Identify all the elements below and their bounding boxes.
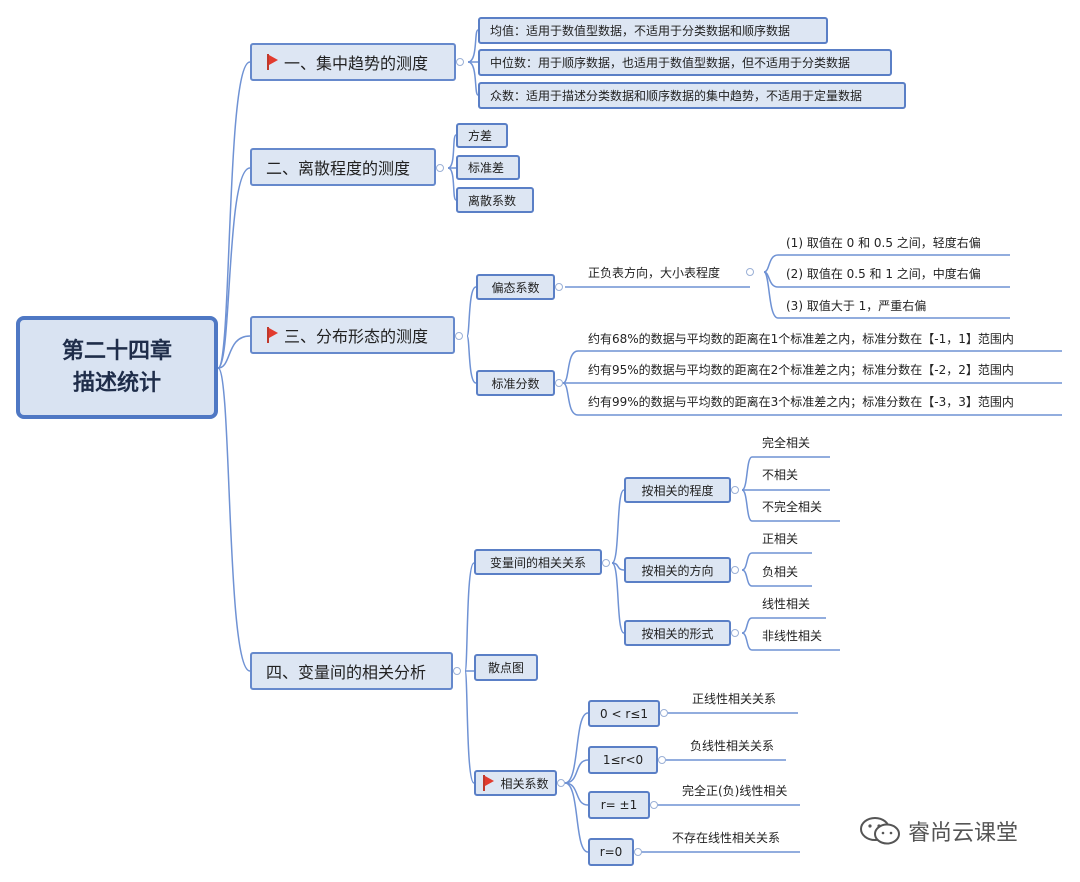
topic-label: 方差	[468, 129, 493, 143]
branch-dispersion[interactable]: 二、离散程度的测度	[250, 148, 436, 186]
topic-z-score[interactable]: 标准分数	[476, 370, 555, 396]
topic-label: 散点图	[487, 661, 524, 675]
branch-correlation[interactable]: 四、变量间的相关分析	[250, 652, 453, 690]
coef-range-perfect[interactable]: r= ±1	[588, 791, 650, 819]
collapse-toggle[interactable]	[650, 801, 658, 809]
topic-label: 0 < r≤1	[600, 706, 648, 721]
degree-partial: 不完全相关	[762, 500, 823, 514]
collapse-toggle[interactable]	[660, 709, 668, 717]
collapse-toggle[interactable]	[453, 667, 461, 675]
collapse-toggle[interactable]	[455, 332, 463, 340]
form-linear: 线性相关	[762, 597, 811, 611]
topic-variable-relations[interactable]: 变量间的相关关系	[474, 549, 602, 575]
form-nonlinear: 非线性相关	[762, 629, 823, 643]
collapse-toggle[interactable]	[746, 268, 754, 276]
degree-complete: 完全相关	[762, 436, 811, 450]
z-score-rule-1: 约有68%的数据与平均数的距离在1个标准差之内，标准分数在【-1，1】范围内	[588, 332, 1014, 346]
root-node[interactable]: 第二十四章 描述统计	[16, 316, 218, 419]
collapse-toggle[interactable]	[436, 164, 444, 172]
topic-label: 离散系数	[468, 193, 517, 208]
coef-range-negative[interactable]: 1≤r<0	[588, 746, 658, 774]
topic-mean[interactable]: 均值：适用于数值型数据，不适用于分类数据和顺序数据	[478, 17, 828, 44]
topic-label: 标准差	[468, 161, 505, 175]
topic-variance[interactable]: 方差	[456, 123, 508, 148]
direction-negative: 负相关	[762, 565, 799, 579]
collapse-toggle[interactable]	[602, 559, 610, 567]
coef-desc-perfect: 完全正(负)线性相关	[682, 784, 788, 798]
collapse-toggle[interactable]	[731, 629, 739, 637]
topic-correlation-coefficient[interactable]: 相关系数	[474, 770, 557, 796]
collapse-toggle[interactable]	[555, 379, 563, 387]
collapse-toggle[interactable]	[557, 779, 565, 787]
collapse-toggle[interactable]	[634, 848, 642, 856]
topic-label: 均值：适用于数值型数据，不适用于分类数据和顺序数据	[490, 24, 791, 38]
topic-label: 众数：适用于描述分类数据和顺序数据的集中趋势，不适用于定量数据	[490, 89, 863, 103]
coef-desc-positive: 正线性相关关系	[692, 692, 777, 706]
collapse-toggle[interactable]	[658, 756, 666, 764]
flag-icon	[482, 775, 495, 791]
coef-range-positive[interactable]: 0 < r≤1	[588, 700, 660, 727]
topic-label: r=0	[599, 845, 623, 859]
topic-label: 相关系数	[500, 776, 549, 791]
topic-std-dev[interactable]: 标准差	[456, 155, 520, 180]
branch-central-tendency[interactable]: 一、集中趋势的测度	[250, 43, 456, 81]
coef-desc-negative: 负线性相关关系	[690, 739, 775, 753]
topic-by-degree[interactable]: 按相关的程度	[624, 477, 731, 503]
topic-mode[interactable]: 众数：适用于描述分类数据和顺序数据的集中趋势，不适用于定量数据	[478, 82, 906, 109]
topic-label: r= ±1	[600, 798, 638, 812]
topic-label: 变量间的相关关系	[489, 555, 586, 570]
degree-none: 不相关	[762, 468, 799, 482]
topic-median[interactable]: 中位数：用于顺序数据，也适用于数值型数据，但不适用于分类数据	[478, 49, 892, 76]
branch-label: 一、集中趋势的测度	[284, 54, 429, 73]
topic-cv[interactable]: 离散系数	[456, 187, 534, 213]
collapse-toggle[interactable]	[555, 283, 563, 291]
collapse-toggle[interactable]	[731, 486, 739, 494]
topic-scatter-plot[interactable]: 散点图	[474, 654, 538, 681]
topic-by-direction[interactable]: 按相关的方向	[624, 557, 731, 583]
watermark: 睿尚云课堂	[858, 815, 1018, 847]
z-score-rule-3: 约有99%的数据与平均数的距离在3个标准差之内；标准分数在【-3，3】范围内	[588, 395, 1014, 409]
root-title-line2: 描述统计	[72, 370, 161, 396]
skewness-level-2: (2) 取值在 0.5 和 1 之间，中度右偏	[786, 267, 981, 281]
topic-label: 中位数：用于顺序数据，也适用于数值型数据，但不适用于分类数据	[490, 56, 851, 70]
topic-label: 1≤r<0	[602, 753, 644, 767]
topic-label: 按相关的方向	[641, 563, 714, 578]
topic-label: 按相关的形式	[641, 626, 714, 641]
flag-icon	[266, 54, 278, 70]
coef-desc-zero: 不存在线性相关关系	[672, 831, 781, 845]
topic-label: 按相关的程度	[641, 483, 714, 498]
topic-label: 标准分数	[491, 376, 540, 391]
skewness-description: 正负表方向，大小表程度	[588, 266, 721, 280]
branch-label: 四、变量间的相关分析	[266, 663, 427, 682]
watermark-text: 睿尚云课堂	[908, 821, 1019, 846]
coef-range-zero[interactable]: r=0	[588, 838, 634, 866]
topic-label: 偏态系数	[491, 280, 540, 295]
topic-skewness[interactable]: 偏态系数	[476, 274, 555, 300]
collapse-toggle[interactable]	[456, 58, 464, 66]
z-score-rule-2: 约有95%的数据与平均数的距离在2个标准差之内；标准分数在【-2，2】范围内	[588, 363, 1014, 377]
flag-icon	[266, 327, 278, 343]
collapse-toggle[interactable]	[731, 566, 739, 574]
skewness-level-3: (3) 取值大于 1，严重右偏	[786, 299, 927, 313]
skewness-level-1: (1) 取值在 0 和 0.5 之间，轻度右偏	[786, 236, 981, 250]
branch-label: 三、分布形态的测度	[284, 327, 429, 346]
wechat-icon	[860, 817, 900, 845]
root-title-line1: 第二十四章	[61, 338, 172, 364]
direction-positive: 正相关	[762, 532, 799, 546]
branch-distribution-shape[interactable]: 三、分布形态的测度	[250, 316, 455, 354]
branch-label: 二、离散程度的测度	[266, 159, 411, 178]
topic-by-form[interactable]: 按相关的形式	[624, 620, 731, 646]
